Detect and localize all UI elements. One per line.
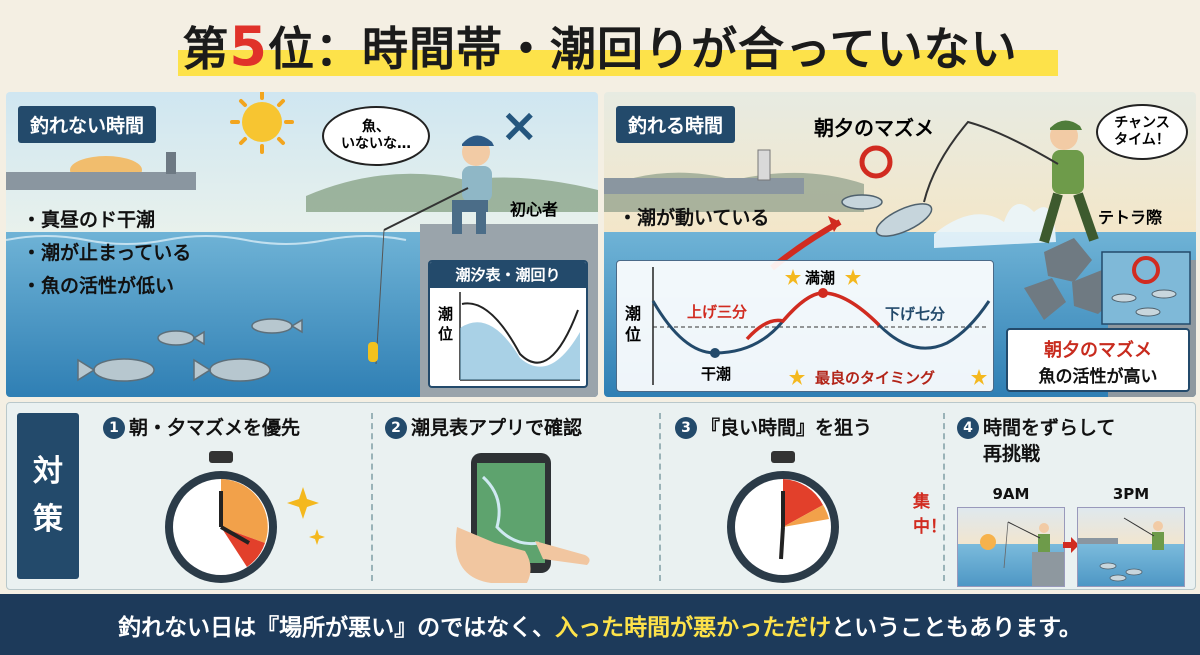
- best-timing-label: 最良のタイミング: [815, 369, 936, 387]
- active-box-line-1: 朝夕のマズメ: [1044, 340, 1152, 361]
- bad-condition-item: ・魚の活性が低い: [22, 275, 175, 297]
- step-title-text: 『良い時間』を狙う: [701, 417, 873, 439]
- title-rank-number: 5: [229, 15, 268, 78]
- bad-condition-item: ・真昼のド干潮: [22, 209, 156, 231]
- bad-conditions-list: ・真昼のド干潮 ・潮が止まっている ・魚の活性が低い: [22, 204, 191, 303]
- jumping-fish-icon: [841, 194, 933, 237]
- step-title-text: 朝・夕マズメを優先: [129, 417, 301, 439]
- message-after: ということもあります。: [831, 614, 1082, 641]
- countermeasure-label: 対 策: [17, 413, 79, 579]
- cross-mark-icon: ×: [500, 98, 539, 152]
- afternoon-scene: [1077, 507, 1185, 587]
- morning-scene: [957, 507, 1065, 587]
- sparkle-icon: [287, 487, 325, 545]
- mazume-headline: 朝夕のマズメ: [814, 116, 934, 140]
- message-highlight: 入った時間が悪かっただけ: [555, 614, 832, 641]
- step-number: 3: [675, 417, 697, 439]
- afternoon-angler-icon: [1078, 517, 1164, 582]
- bad-time-label: 釣れない時間: [18, 106, 157, 143]
- step-number: 4: [957, 417, 979, 439]
- arrow-right-icon: [1063, 537, 1079, 553]
- page-title: 第5位：時間帯・潮回りが合っていない: [182, 13, 1017, 79]
- tide-chart: [651, 267, 991, 385]
- rising-label: 上げ三分: [687, 303, 748, 321]
- speech-bubble: 魚、いないな…: [322, 106, 430, 166]
- title-text: 位：時間帯・潮回りが合っていない: [267, 22, 1018, 76]
- low-tide-label: 干潮: [701, 365, 732, 383]
- fish-icons: [77, 318, 303, 382]
- section-divider: [371, 413, 373, 581]
- step-number: 2: [385, 417, 407, 439]
- step-4-title-line2: 再挑戦: [983, 443, 1041, 465]
- good-time-label: 釣れる時間: [616, 106, 736, 143]
- high-tide-label: 満潮: [805, 269, 836, 287]
- good-time-panel: 釣れる時間 朝夕のマズメ チャンスタイム！ テトラ際 ・潮が動いている 潮位 満…: [604, 92, 1196, 397]
- star-icons: [785, 269, 987, 385]
- time-label-afternoon: 3PM: [1112, 485, 1150, 503]
- high-tide-point: [818, 288, 828, 298]
- tide-table-title: 潮汐表・潮回り: [430, 262, 586, 288]
- section-divider: [943, 413, 945, 581]
- happy-angler-illustration: [923, 120, 1099, 244]
- tide-best-segment: [745, 291, 881, 341]
- focus-stopwatch-icon: [727, 451, 839, 583]
- tide-table-box: 潮汐表・潮回り 潮位: [428, 260, 588, 388]
- title-bar: 第5位：時間帯・潮回りが合っていない: [0, 0, 1200, 92]
- step-title-text: 潮見表アプリで確認: [411, 417, 583, 439]
- tetrapod-tag: テトラ際: [1098, 208, 1163, 227]
- high-activity-box: 朝夕のマズメ 魚の活性が高い: [1006, 328, 1190, 392]
- tide-chart-box: 潮位 満潮 干潮 上げ三分 下げ七分 最良のタイミング: [616, 260, 994, 392]
- good-conditions-list: ・潮が動いている: [618, 202, 769, 235]
- chart-y-label: 潮位: [625, 304, 642, 344]
- sun-icon: [230, 92, 294, 154]
- title-highlight: [178, 50, 1058, 76]
- title-prefix: 第: [182, 22, 230, 76]
- time-label-morning: 9AM: [992, 485, 1030, 503]
- step-3: 3『良い時間』を狙う 集中！: [675, 407, 947, 587]
- focus-label: 集中！: [913, 492, 947, 537]
- tide-axis-label: 潮位: [438, 305, 454, 343]
- cm-label-char: 対: [33, 454, 63, 489]
- step-title-text: 時間をずらして: [983, 417, 1116, 439]
- bad-condition-item: ・潮が止まっている: [22, 242, 192, 264]
- tide-curve-icon: [459, 292, 580, 381]
- good-condition-item: ・潮が動いている: [618, 207, 770, 229]
- bubble-line-1: チャンス: [1114, 115, 1170, 131]
- message-before: 釣れない日は『場所が悪い』のではなく、: [118, 614, 556, 641]
- bad-time-panel: 釣れない時間 × 魚、いないな… 初心者 ・真昼のド干潮 ・潮が止まっている ・…: [6, 92, 598, 397]
- step-number: 1: [103, 417, 125, 439]
- falling-label: 下げ七分: [885, 305, 946, 323]
- active-box-line-2: 魚の活性が高い: [1038, 367, 1158, 387]
- chance-bubble: チャンスタイム！: [1096, 104, 1188, 160]
- bubble-line-2: タイム！: [1114, 132, 1170, 148]
- tide-app-phone-icon: [455, 453, 590, 583]
- morning-angler-icon: [980, 521, 1064, 586]
- bubble-line-2: いないな…: [341, 136, 411, 152]
- stopwatch-icon: [165, 451, 325, 583]
- beginner-tag: 初心者: [510, 200, 559, 219]
- circle-mark-icon: [859, 145, 893, 179]
- bubble-line-1: 魚、: [362, 119, 390, 135]
- step-3-title: 3『良い時間』を狙う: [675, 413, 872, 440]
- bottom-message-bar: 釣れない日は『場所が悪い』のではなく、入った時間が悪かっただけということもありま…: [0, 594, 1200, 655]
- section-divider: [659, 413, 661, 581]
- cm-label-char: 策: [33, 502, 63, 537]
- sad-angler-illustration: [368, 135, 494, 365]
- low-tide-point: [710, 348, 720, 358]
